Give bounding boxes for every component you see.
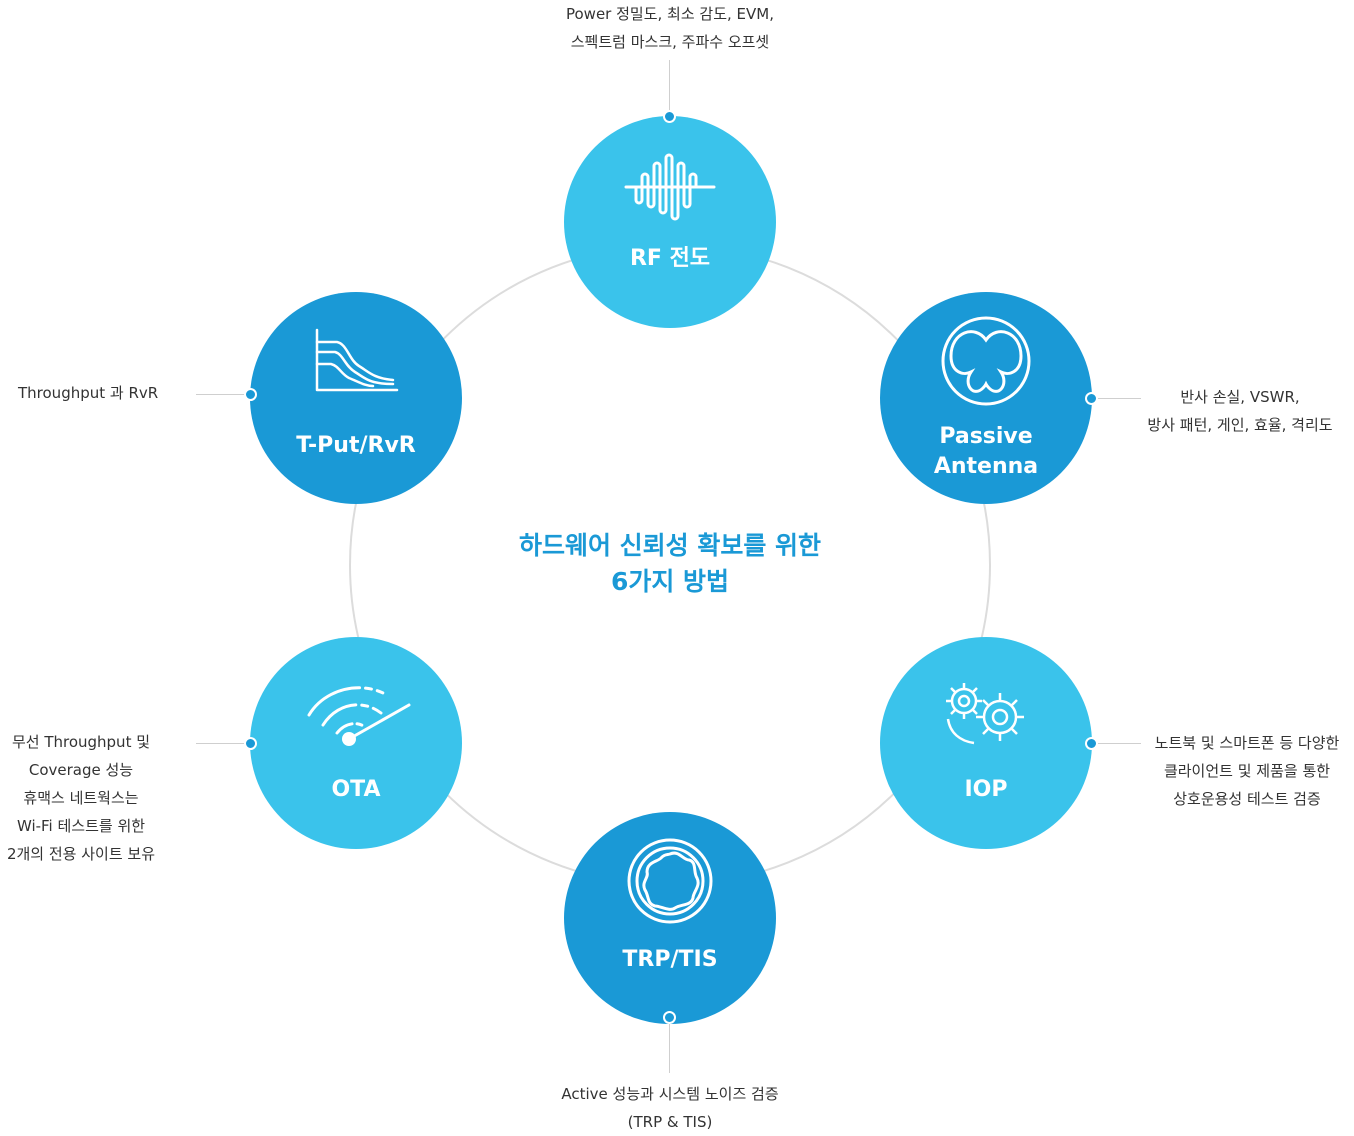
tput-rvr-description: Throughput 과 RvR	[18, 384, 159, 402]
rf-node: RF 전도	[564, 116, 776, 328]
tput-rvr-dot	[244, 388, 257, 401]
trp-tis-label: TRP/TIS	[622, 947, 718, 972]
rf-description: Power 정밀도, 최소 감도, EVM, 스펙트럼 마스크, 주파수 오프셋	[565, 5, 774, 51]
passive-connector	[1091, 398, 1141, 399]
waveform-icon	[624, 153, 716, 221]
iop-label: IOP	[964, 777, 1008, 802]
rf-label: RF 전도	[629, 246, 711, 271]
radiation-pattern-icon	[941, 316, 1031, 406]
diagram-title: 하드웨어 신뢰성 확보를 위한 6가지 방법	[518, 531, 822, 596]
passive-antenna-node: Passive Antenna	[880, 292, 1092, 504]
trp-tis-node: TRP/TIS	[564, 812, 776, 1024]
wifi-gauge-icon	[307, 686, 411, 746]
tput-connector	[196, 394, 250, 395]
trp-connector	[669, 1017, 670, 1073]
ota-label: OTA	[331, 777, 381, 802]
ota-node: OTA	[250, 637, 462, 849]
rf-dot	[663, 110, 676, 123]
trp-tis-description: Active 성능과 시스템 노이즈 검증 (TRP & TIS)	[561, 1085, 779, 1131]
ota-dot	[244, 737, 257, 750]
iop-description: 노트북 및 스마트폰 등 다양한 클라이언트 및 제품을 통한 상호운용성 테스…	[1154, 734, 1340, 808]
passive-antenna-label: Passive Antenna	[933, 424, 1039, 479]
passive-antenna-dot	[1085, 392, 1098, 405]
rf-connector	[669, 60, 670, 116]
passive-antenna-description: 반사 손실, VSWR, 방사 패턴, 게인, 효율, 격리도	[1147, 388, 1333, 434]
ota-description: 무선 Throughput 및 Coverage 성능 휴맥스 네트웍스는 Wi…	[6, 733, 156, 863]
trp-tis-dot	[663, 1011, 676, 1024]
iop-node: IOP	[880, 637, 1092, 849]
rate-vs-range-chart-icon	[315, 328, 399, 392]
ota-connector	[196, 743, 250, 744]
sphere-pattern-icon	[627, 838, 713, 924]
iop-dot	[1085, 737, 1098, 750]
gears-icon	[946, 683, 1024, 745]
tput-rvr-label: T-Put/RvR	[296, 433, 416, 458]
iop-connector	[1091, 743, 1141, 744]
tput-rvr-node: T-Put/RvR	[250, 292, 462, 504]
